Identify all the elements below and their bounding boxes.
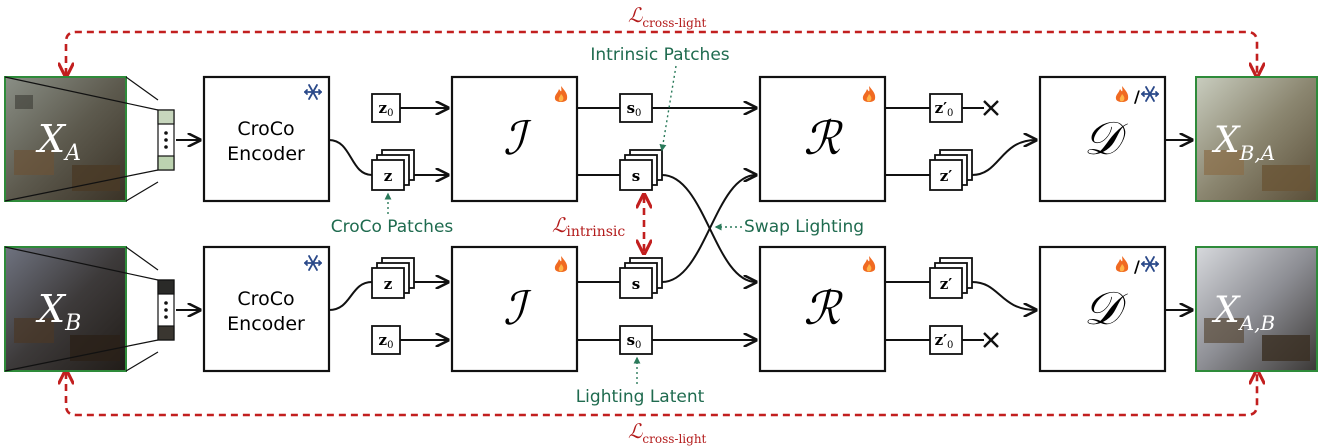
token-z0-top: z0 xyxy=(371,93,401,123)
patch-column-b xyxy=(157,279,175,341)
token-zp-stack-bottom: z′ xyxy=(929,257,973,299)
swap-path-bottom-to-top xyxy=(661,175,756,283)
patch-column-a xyxy=(157,109,175,171)
cross-icon xyxy=(983,332,999,348)
intrinsic-module-top: ℐ xyxy=(450,75,579,203)
croco-encoder-bottom: CroCo Encoder xyxy=(202,245,331,373)
croco-patches-label: CroCo Patches xyxy=(331,217,454,237)
intrinsic-loss-label: ℒintrinsic xyxy=(552,213,625,240)
cross-light-loss-label-top: ℒcross-light xyxy=(628,3,707,30)
input-image-a: XA xyxy=(4,76,159,202)
cross-light-loss-bottom xyxy=(66,372,1257,417)
svg-text:Encoder: Encoder xyxy=(227,313,305,335)
token-s-stack-bottom: s xyxy=(619,257,663,299)
svg-text:z′: z′ xyxy=(940,167,953,185)
svg-text:s0: s0 xyxy=(627,99,642,119)
svg-text:ℛ: ℛ xyxy=(804,281,844,335)
svg-text:z′: z′ xyxy=(940,275,953,293)
token-s0-top: s0 xyxy=(619,93,653,123)
render-module-bottom: ℛ xyxy=(758,245,887,373)
svg-text:z′0: z′0 xyxy=(935,331,954,351)
svg-text:s: s xyxy=(632,167,640,185)
intrinsic-patches-label: Intrinsic Patches xyxy=(590,45,729,65)
output-image-ba: XB,A xyxy=(1195,76,1318,202)
svg-text:CroCo: CroCo xyxy=(237,118,294,140)
svg-text:CroCo: CroCo xyxy=(237,288,294,310)
svg-text:s: s xyxy=(632,275,640,293)
token-z0-bottom: z0 xyxy=(371,325,401,355)
lighting-latent-label: Lighting Latent xyxy=(576,387,705,407)
svg-text:z0: z0 xyxy=(379,331,394,351)
input-image-b: XB xyxy=(4,246,159,372)
token-s0-bottom: s0 xyxy=(619,325,653,355)
token-zp-stack-top: z′ xyxy=(929,149,973,191)
decoder-top: 𝒟 / xyxy=(1038,75,1167,203)
output-image-ba-label: XB,A xyxy=(1211,120,1275,165)
svg-text:s0: s0 xyxy=(627,331,642,351)
svg-text:/: / xyxy=(1134,257,1140,276)
svg-text:z: z xyxy=(384,275,393,293)
svg-text:z0: z0 xyxy=(379,99,394,119)
intrinsic-module-bottom: ℐ xyxy=(450,245,579,373)
swap-lighting-label: Swap Lighting xyxy=(744,217,864,237)
svg-text:ℛ: ℛ xyxy=(804,111,844,165)
render-module-top: ℛ xyxy=(758,75,887,203)
input-image-b-label: XB xyxy=(35,287,81,336)
token-z-stack-top: z xyxy=(371,149,415,191)
croco-encoder-top: CroCo Encoder xyxy=(202,75,331,203)
decoder-bottom: 𝒟 / xyxy=(1038,245,1167,373)
svg-text:z: z xyxy=(384,167,393,185)
token-zp0-bottom: z′0 xyxy=(929,325,963,355)
svg-text:/: / xyxy=(1134,87,1140,106)
token-z-stack-bottom: z xyxy=(371,257,415,299)
cross-light-loss-top xyxy=(66,30,1257,75)
cross-light-loss-label-bottom: ℒcross-light xyxy=(628,419,707,446)
output-image-ab: XA,B xyxy=(1195,246,1318,372)
svg-text:Encoder: Encoder xyxy=(227,143,305,165)
svg-text:z′0: z′0 xyxy=(935,99,954,119)
output-image-ab-label: XA,B xyxy=(1211,290,1275,335)
token-zp0-top: z′0 xyxy=(929,93,963,123)
cross-icon xyxy=(983,100,999,116)
token-s-stack-top: s xyxy=(619,149,663,191)
input-image-a-label: XA xyxy=(35,117,81,166)
